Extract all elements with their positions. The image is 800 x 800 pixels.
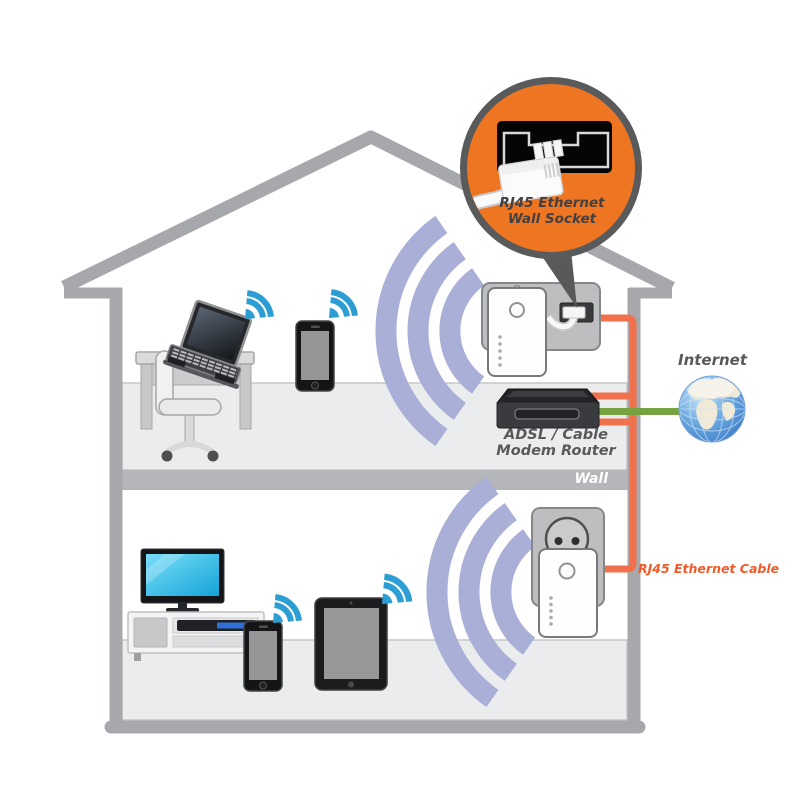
wifi-signal-icon-tablet — [382, 577, 409, 604]
tv-stand-icon — [127, 611, 265, 661]
wifi-signal-icon-phone-lower — [273, 597, 299, 623]
wps-button — [558, 562, 576, 580]
status-leds — [498, 335, 502, 367]
wireless-access-point-device — [487, 284, 547, 377]
wps-button — [509, 302, 525, 318]
orange-ethernet-cable — [594, 314, 637, 573]
wifi-signal-icon-phone-upper — [329, 292, 355, 318]
smartphone-icon-lower — [243, 620, 283, 692]
white-patch-cable — [545, 315, 577, 330]
powerline-extender-device — [538, 548, 598, 638]
tv-icon — [140, 548, 225, 613]
wifi-signal-icon-laptop — [245, 293, 271, 319]
smartphone-icon-upper — [295, 320, 335, 392]
wall-divider-band — [122, 470, 634, 490]
rj45-wall-socket-callout — [460, 77, 642, 308]
office-chair-icon — [155, 350, 222, 462]
globe-icon — [678, 375, 746, 443]
callout-tail — [533, 243, 577, 308]
tablet-icon — [314, 597, 388, 691]
modem-router-icon — [495, 388, 601, 429]
laptop-icon — [162, 299, 253, 389]
status-leds — [549, 596, 553, 626]
cables — [590, 314, 684, 573]
